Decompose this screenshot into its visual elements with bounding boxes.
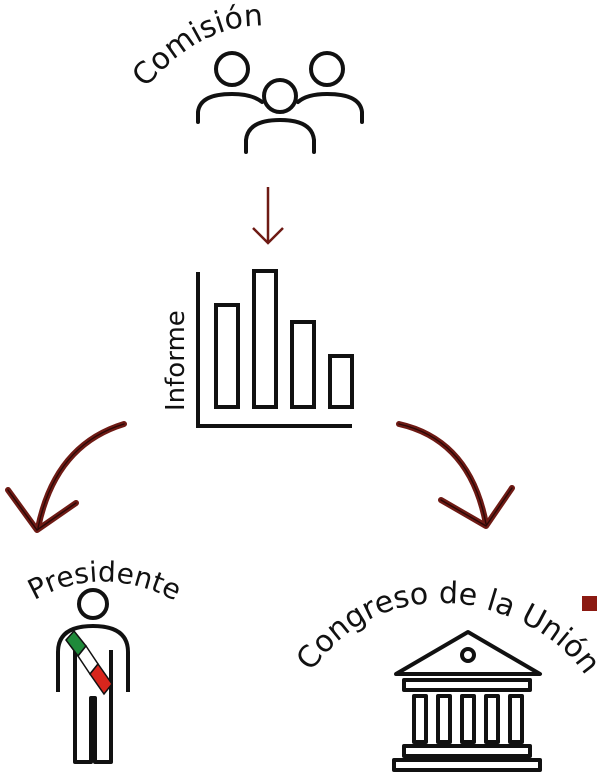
congress-label: Congreso de la Unión	[290, 576, 601, 681]
down-arrow-icon	[252, 187, 284, 245]
right-curved-arrow-icon	[396, 421, 515, 529]
bar-chart-icon	[196, 269, 354, 428]
left-arrow-outline	[7, 423, 125, 531]
people-group-icon	[196, 51, 364, 154]
person-with-sash-icon	[56, 588, 130, 764]
chart-bars	[214, 269, 354, 409]
chart-bar-4	[328, 354, 354, 409]
government-building-icon	[392, 630, 542, 772]
right-arrow-outline	[398, 423, 513, 527]
chart-axes	[196, 272, 352, 428]
chart-bar-1	[214, 303, 240, 409]
chart-bar-3	[290, 320, 316, 409]
report-label: Informe	[161, 310, 191, 411]
marker-square	[582, 596, 597, 611]
chart-bar-2	[252, 269, 278, 409]
flag-sash	[65, 629, 113, 696]
